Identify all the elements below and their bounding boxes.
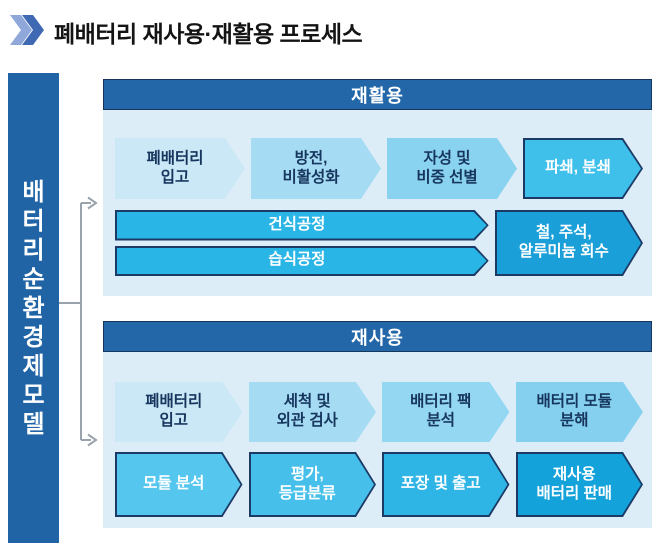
recycling-process-column: 건식공정 습식공정 bbox=[115, 210, 489, 276]
process-step: 포장 및 출고 bbox=[382, 452, 510, 517]
recycling-step-row: 폐배터리 입고 방전, 비활성화 자성 및 비중 선별 파쇄, 분쇄 bbox=[115, 138, 643, 199]
chevron-icon bbox=[22, 15, 44, 45]
double-chevron-right-icon bbox=[10, 15, 46, 45]
process-step: 세척 및 외관 검사 bbox=[249, 382, 377, 442]
process-step: 배터리 팩 분석 bbox=[382, 382, 510, 442]
sidebar-vertical-label: 배 터 리 순 환 경 제 모 델 bbox=[22, 178, 45, 438]
panel-reuse: 재사용 폐배터리 입고 세척 및 외관 검사 배터리 팩 분석 배터리 모듈 분… bbox=[103, 321, 652, 528]
recycling-process-row: 건식공정 습식공정 철, 주석, 알루미늄 회수 bbox=[115, 210, 643, 276]
page-title: 폐배터리 재사용·재활용 프로세스 bbox=[54, 21, 363, 47]
panel-recycling-body: 폐배터리 입고 방전, 비활성화 자성 및 비중 선별 파쇄, 분쇄 건식공정 … bbox=[103, 110, 652, 296]
process-step: 파쇄, 분쇄 bbox=[523, 138, 643, 199]
process-step: 배터리 모듈 분해 bbox=[516, 382, 644, 442]
process-step: 자성 및 비중 선별 bbox=[387, 138, 517, 199]
process-step: 폐배터리 입고 bbox=[115, 382, 243, 442]
process-step: 건식공정 bbox=[115, 210, 489, 241]
process-step: 모듈 분석 bbox=[115, 452, 243, 517]
battery-circular-economy-model-bar: 배 터 리 순 환 경 제 모 델 bbox=[8, 73, 59, 543]
process-step: 방전, 비활성화 bbox=[251, 138, 381, 199]
process-step: 평가, 등급분류 bbox=[249, 452, 377, 517]
panel-recycling-header: 재활용 bbox=[103, 79, 652, 110]
process-step: 폐배터리 입고 bbox=[115, 138, 245, 199]
panel-recycling: 재활용 폐배터리 입고 방전, 비활성화 자성 및 비중 선별 파쇄, 분쇄 건… bbox=[103, 79, 652, 296]
panel-reuse-body: 폐배터리 입고 세척 및 외관 검사 배터리 팩 분석 배터리 모듈 분해 모듈… bbox=[103, 352, 652, 528]
reuse-step-row-2: 모듈 분석 평가, 등급분류 포장 및 출고 재사용 배터리 판매 bbox=[115, 452, 643, 517]
panel-reuse-header: 재사용 bbox=[103, 321, 652, 352]
branch-connector-arrows bbox=[59, 196, 98, 447]
recycling-result-step: 철, 주석, 알루미늄 회수 bbox=[495, 210, 643, 276]
process-step: 재사용 배터리 판매 bbox=[516, 452, 644, 517]
process-step: 습식공정 bbox=[115, 246, 489, 277]
chevron-icon bbox=[10, 15, 32, 45]
reuse-step-row-1: 폐배터리 입고 세척 및 외관 검사 배터리 팩 분석 배터리 모듈 분해 bbox=[115, 382, 643, 442]
